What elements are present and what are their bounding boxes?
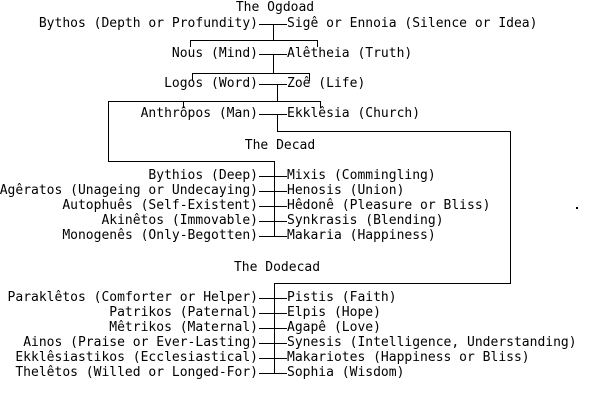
pair-connector-line <box>259 328 287 329</box>
decad-descent-line-vertical <box>108 101 109 162</box>
aeon-left-logos: Logos (Word) <box>164 76 258 91</box>
aeon-left-bythos: Bythos (Depth or Profundity) <box>38 16 258 31</box>
aeon-right-hedone: Hêdonê (Pleasure or Bliss) <box>287 198 491 213</box>
aeon-right-makaria: Makaria (Happiness) <box>287 228 436 243</box>
dodecad-descent-line-top <box>277 131 511 132</box>
sibling-bracket-stub <box>190 40 191 47</box>
pair-connector-line <box>259 114 287 115</box>
descent-line <box>277 84 278 102</box>
aeon-right-ekklesia: Ekklêsia (Church) <box>287 106 421 121</box>
pair-connector-line <box>259 236 287 237</box>
sibling-bracket-stub <box>320 101 321 108</box>
aeon-right-sige: Sigê or Ennoia (Silence or Idea) <box>287 16 538 31</box>
aeon-left-akinetos: Akinêtos (Immovable) <box>101 213 258 228</box>
aeon-left-autophues: Autophuês (Self-Existent) <box>62 198 258 213</box>
pair-connector-line <box>259 206 287 207</box>
aeon-left-parakletos: Paraklêtos (Comforter or Helper) <box>7 290 258 305</box>
artifact-dot <box>576 207 578 209</box>
pair-connector-line <box>259 84 287 85</box>
aeon-right-zoe: Zoê (Life) <box>287 76 366 91</box>
aeon-left-ekklesiastikos: Ekklêsiastikos (Ecclesiastical) <box>15 350 258 365</box>
pair-connector-line <box>259 373 287 374</box>
aeon-right-mixis: Mixis (Commingling) <box>287 168 436 183</box>
decad-spine-line <box>274 161 275 237</box>
dodecad-descent-line-bottom <box>274 283 511 284</box>
sibling-bracket <box>190 40 318 41</box>
aeon-right-makariotes: Makariotes (Happiness or Bliss) <box>287 350 530 365</box>
aeon-left-ageratos: Agêratos (Unageing or Undecaying) <box>0 183 258 198</box>
decad-descent-line-horizontal <box>108 161 275 162</box>
section-title-dodecad: The Dodecad <box>233 260 321 275</box>
aeon-right-synesis: Synesis (Intelligence, Understanding) <box>287 335 577 350</box>
aeon-left-bythios: Bythios (Deep) <box>148 168 258 183</box>
aeon-left-metrikos: Mêtrikos (Maternal) <box>109 320 258 335</box>
aeon-right-henosis: Henosis (Union) <box>287 183 405 198</box>
sibling-bracket-stub <box>317 40 318 47</box>
sibling-bracket <box>108 101 321 102</box>
section-title-ogdoad: The Ogdoad <box>235 0 315 15</box>
descent-line <box>273 54 274 74</box>
aeon-right-elpis: Elpis (Hope) <box>287 305 381 320</box>
aeon-right-aletheia: Alêtheia (Truth) <box>287 46 413 61</box>
aeon-left-nous: Nous (Mind) <box>171 46 258 61</box>
sibling-bracket-stub <box>192 73 193 81</box>
aeon-left-ainos: Ainos (Praise or Ever-Lasting) <box>23 335 258 350</box>
descent-line <box>273 24 274 41</box>
aeon-left-theletos: Thelêtos (Willed or Longed-For) <box>15 365 258 380</box>
descent-line <box>277 114 278 132</box>
pair-connector-line <box>259 191 287 192</box>
dodecad-descent-line-vertical <box>510 131 511 284</box>
sibling-bracket-stub <box>309 73 310 81</box>
pair-connector-line <box>259 343 287 344</box>
sibling-bracket <box>192 73 310 74</box>
pair-connector-line <box>259 221 287 222</box>
aeon-left-patrikos: Patrikos (Paternal) <box>109 305 258 320</box>
pair-connector-line <box>259 313 287 314</box>
aeon-right-pistis: Pistis (Faith) <box>287 290 397 305</box>
sibling-bracket-stub <box>183 101 184 108</box>
pair-connector-line <box>259 358 287 359</box>
section-title-decad: The Decad <box>244 138 316 153</box>
aeon-left-monogenes: Monogenês (Only-Begotten) <box>62 228 258 243</box>
pair-connector-line <box>259 176 287 177</box>
aeon-right-agape: Agapê (Love) <box>287 320 381 335</box>
pair-connector-line <box>259 298 287 299</box>
aeon-left-anthropos: Anthrôpos (Man) <box>140 106 258 121</box>
aeon-right-synkrasis: Synkrasis (Blending) <box>287 213 444 228</box>
aeon-right-sophia: Sophia (Wisdom) <box>287 365 405 380</box>
